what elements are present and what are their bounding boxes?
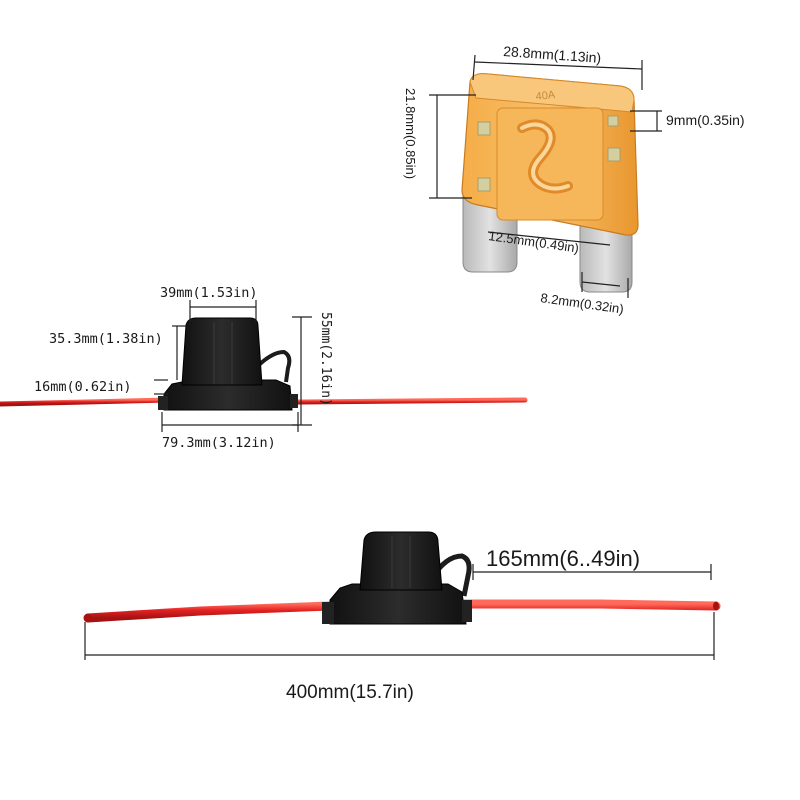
holder-large-strap: [429, 553, 472, 597]
holder-large-cap: [359, 531, 443, 591]
fuse-window: [496, 107, 604, 221]
holder-small-base-height-label: 16mm(0.62in): [34, 379, 132, 395]
holder-small-base-width-label: 79.3mm(3.12in): [162, 435, 276, 451]
holder-small-total-height-label: 55mm(2.16in): [318, 312, 333, 406]
fuse-rivet: [607, 115, 619, 127]
fuse-width-label: 28.8mm(1.13in): [503, 43, 602, 66]
fuse-terminal-right: [579, 224, 633, 293]
fuse-height-label: 21.8mm(0.85in): [403, 88, 418, 179]
holder-small-body-height-label: 35.3mm(1.38in): [49, 331, 163, 347]
holder-small-top-width-label: 39mm(1.53in): [160, 285, 258, 301]
holder-large-base: [329, 583, 467, 625]
fuse-holder-large: 165mm(6..49in) 400mm(15.7in): [83, 531, 721, 703]
holder-small-strap: [250, 349, 292, 383]
fuse-rating-label: 40A: [535, 89, 556, 103]
holder-large-lead-length-label: 165mm(6..49in): [486, 546, 640, 571]
holder-small-base: [163, 379, 293, 411]
fuse-rivet: [607, 147, 621, 162]
holder-small-cap: [181, 317, 263, 386]
fuse-rivet: [477, 177, 491, 192]
holder-large-total-length-label: 400mm(15.7in): [286, 682, 414, 703]
fuse-depth-label: 9mm(0.35in): [666, 112, 745, 128]
fuse-holder-small: 39mm(1.53in) 35.3mm(1.38in) 16mm(0.62in)…: [0, 285, 528, 451]
fuse-terminal-width-label: 8.2mm(0.32in): [540, 290, 625, 317]
fuse-rivet: [477, 121, 491, 136]
maxi-blade-fuse: 40A 28.8mm(1.13in) 21.8mm(0.85in) 9mm(0.…: [403, 43, 745, 317]
